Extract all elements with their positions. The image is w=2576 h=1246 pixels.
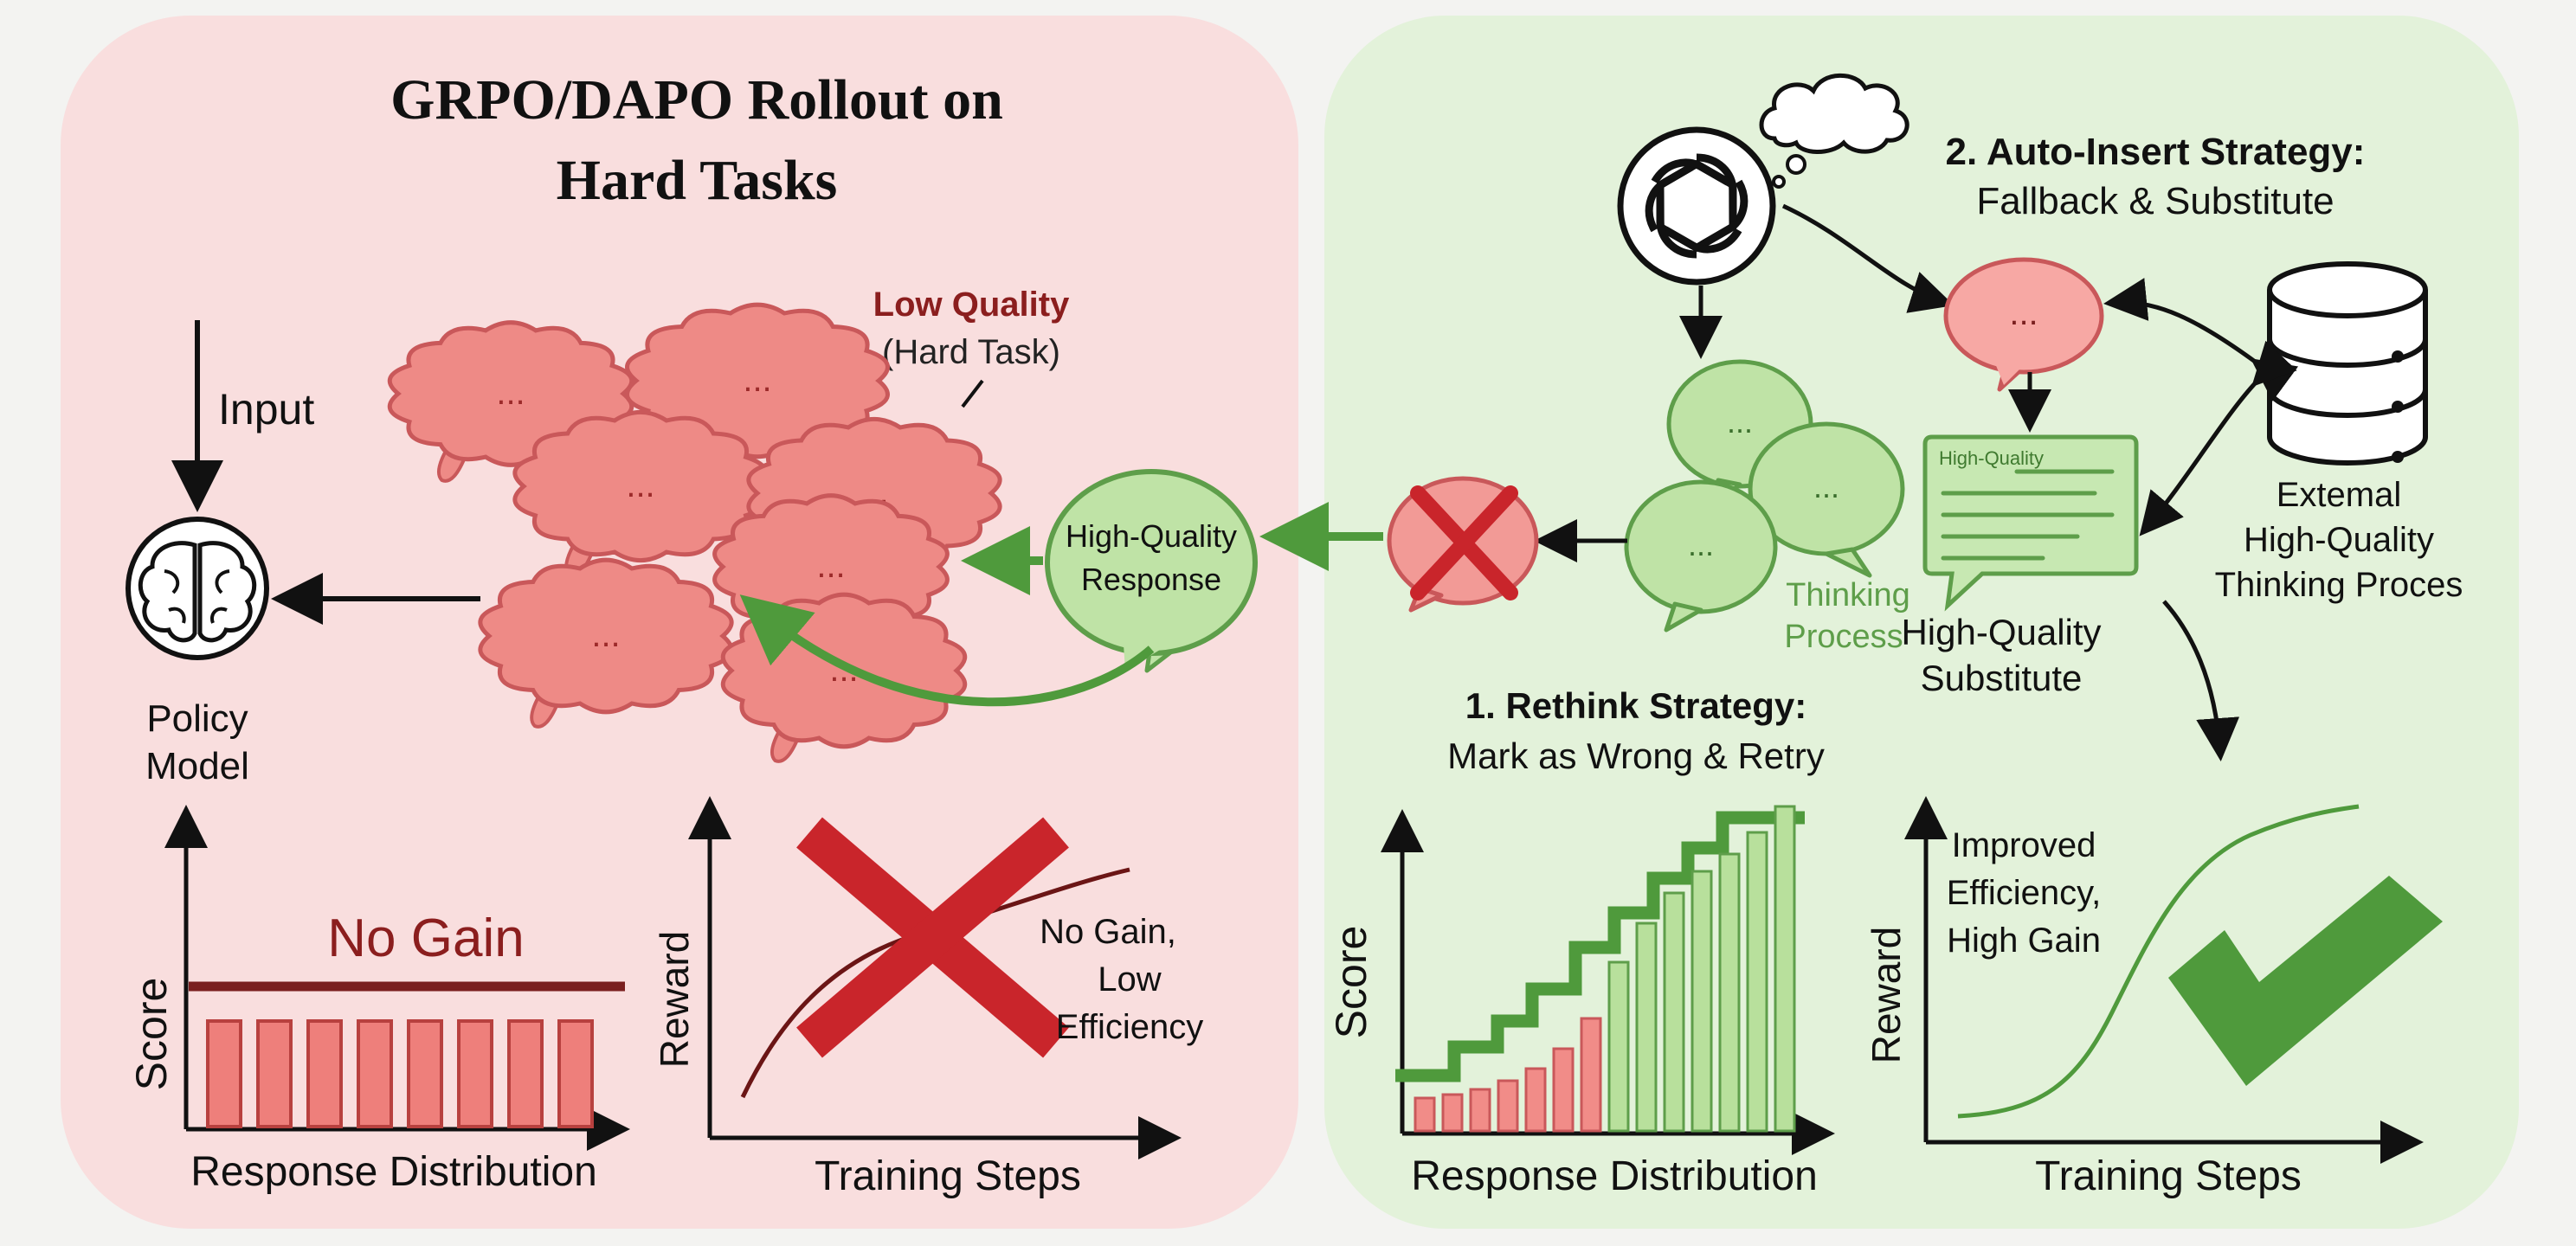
external-db-label-line1: Extemal <box>2277 476 2402 514</box>
external-db-label-line3: Thinking Proces <box>2215 566 2463 604</box>
thinking-process-label-line2: Process <box>1784 619 1903 655</box>
right-reward-note-line1: Improved <box>1952 826 2096 864</box>
failed-thinking-bubble <box>1943 257 2104 392</box>
score-bar <box>1607 960 1630 1133</box>
hq-substitute-label-line1: High-Quality <box>1901 612 2101 652</box>
cloud-bubble-dots: ... <box>743 361 771 399</box>
rethink-subtitle: Mark as Wrong & Retry <box>1447 735 1825 776</box>
wrong-answer-bubble <box>1387 476 1539 613</box>
left-score-xlabel: Response Distribution <box>190 1149 597 1195</box>
database-icon <box>2267 261 2428 466</box>
left-panel-title-line1: GRPO/DAPO Rollout on <box>390 68 1003 132</box>
right-score-chart <box>1381 805 1835 1155</box>
no-gain-cross-icon <box>796 817 1069 1058</box>
cloud-bubble-dots: ... <box>591 616 620 654</box>
wrong-cross-icon <box>1410 485 1518 601</box>
rethink-title: 1. Rethink Strategy: <box>1465 685 1806 726</box>
score-bar <box>1718 852 1741 1133</box>
right-score-bars <box>1414 805 1796 1133</box>
hq-response-label-line1: High-Quality <box>1066 518 1237 554</box>
thinking-bubble-dots-1: ... <box>1727 404 1753 440</box>
left-score-ylabel: Score <box>127 978 176 1091</box>
thinking-process-label-line1: Thinking <box>1786 577 1910 613</box>
left-reward-note-line1: No Gain, <box>1040 913 1176 951</box>
left-reward-ylabel: Reward <box>652 931 697 1069</box>
right-score-ylabel: Score <box>1327 926 1375 1039</box>
low-quality-label: Low Quality <box>873 286 1070 324</box>
high-gain-checkmark-icon <box>2168 876 2443 1086</box>
high-quality-response-bubble <box>1045 469 1258 673</box>
input-label: Input <box>218 385 314 434</box>
score-bar <box>1441 1093 1464 1133</box>
left-score-chart <box>164 805 630 1151</box>
hq-response-label-line2: Response <box>1081 562 1221 597</box>
rising-step-line <box>1395 811 1805 1082</box>
right-reward-note-line2: Efficiency, <box>1947 874 2102 912</box>
score-bar <box>1746 831 1768 1133</box>
score-bar <box>1524 1067 1547 1133</box>
auto-insert-subtitle: Fallback & Substitute <box>1976 180 2334 222</box>
score-bar <box>256 1019 293 1128</box>
db-substitute-arrow <box>2139 340 2297 536</box>
score-bar <box>407 1019 443 1128</box>
policy-model-brain-icon <box>126 517 269 660</box>
policy-model-label-line2: Model <box>145 745 249 787</box>
left-reward-note-line2: Low <box>1098 960 1161 999</box>
right-reward-ylabel: Reward <box>1864 927 1909 1064</box>
score-bar <box>306 1019 343 1128</box>
logo-to-red-bubble-arrow <box>1781 203 1955 313</box>
score-bar <box>557 1019 594 1128</box>
left-reward-chart <box>688 796 1182 1159</box>
score-bar <box>1663 891 1685 1133</box>
low-quality-pointer <box>961 379 984 408</box>
auto-insert-title: 2. Auto-Insert Strategy: <box>1946 131 2366 173</box>
low-quality-rollout-bubbles: ..................... <box>387 302 1002 763</box>
thought-cloud-icon <box>1759 73 1909 189</box>
score-bar <box>357 1019 393 1128</box>
external-db-label-line2: High-Quality <box>2244 521 2434 559</box>
thinking-bubble-dots-3: ... <box>1688 527 1714 562</box>
right-score-xlabel: Response Distribution <box>1411 1153 1818 1199</box>
left-score-bars <box>206 1019 594 1128</box>
left-panel-title-line2: Hard Tasks <box>557 149 838 212</box>
cloud-bubble-dots: ... <box>496 374 525 412</box>
left-reward-xlabel: Training Steps <box>815 1153 1081 1199</box>
score-bar <box>1552 1047 1575 1133</box>
score-bar <box>1690 870 1713 1133</box>
left-score-annotation: No Gain <box>327 909 524 968</box>
hq-replace-curve-arrow <box>739 594 1155 707</box>
score-bar <box>1414 1096 1436 1133</box>
failed-bubble-dots: ... <box>2009 294 2038 332</box>
substitute-to-reward-arrow <box>2162 600 2240 761</box>
cloud-bubble-dots: ... <box>626 466 654 504</box>
llm-logo-icon <box>1617 126 1776 286</box>
policy-model-label-line1: Policy <box>146 697 248 740</box>
score-bar <box>457 1019 493 1128</box>
right-reward-chart <box>1904 796 2443 1164</box>
score-bar <box>1635 922 1658 1133</box>
left-reward-note-line3: Efficiency <box>1056 1008 1203 1046</box>
hq-substitute-card <box>1922 434 2139 612</box>
hq-card-label: High-Quality <box>1939 447 2044 469</box>
thinking-process-bubbles <box>1624 359 1905 633</box>
thinking-bubble-dots-2: ... <box>1813 469 1839 504</box>
hq-substitute-label-line2: Substitute <box>1921 658 2083 698</box>
score-bar <box>1774 805 1796 1133</box>
rollout-cloud-bubble: ... <box>478 557 734 729</box>
score-bar <box>507 1019 544 1128</box>
score-bar <box>1580 1017 1602 1133</box>
score-bar <box>1497 1079 1519 1133</box>
right-reward-curve <box>1957 804 2360 1119</box>
right-reward-note-line3: High Gain <box>1947 922 2101 960</box>
low-quality-sublabel: (Hard Task) <box>882 333 1060 371</box>
cloud-bubble-dots: ... <box>816 547 845 585</box>
score-bar <box>1469 1088 1491 1133</box>
right-reward-xlabel: Training Steps <box>2035 1153 2302 1199</box>
score-bar <box>206 1019 242 1128</box>
